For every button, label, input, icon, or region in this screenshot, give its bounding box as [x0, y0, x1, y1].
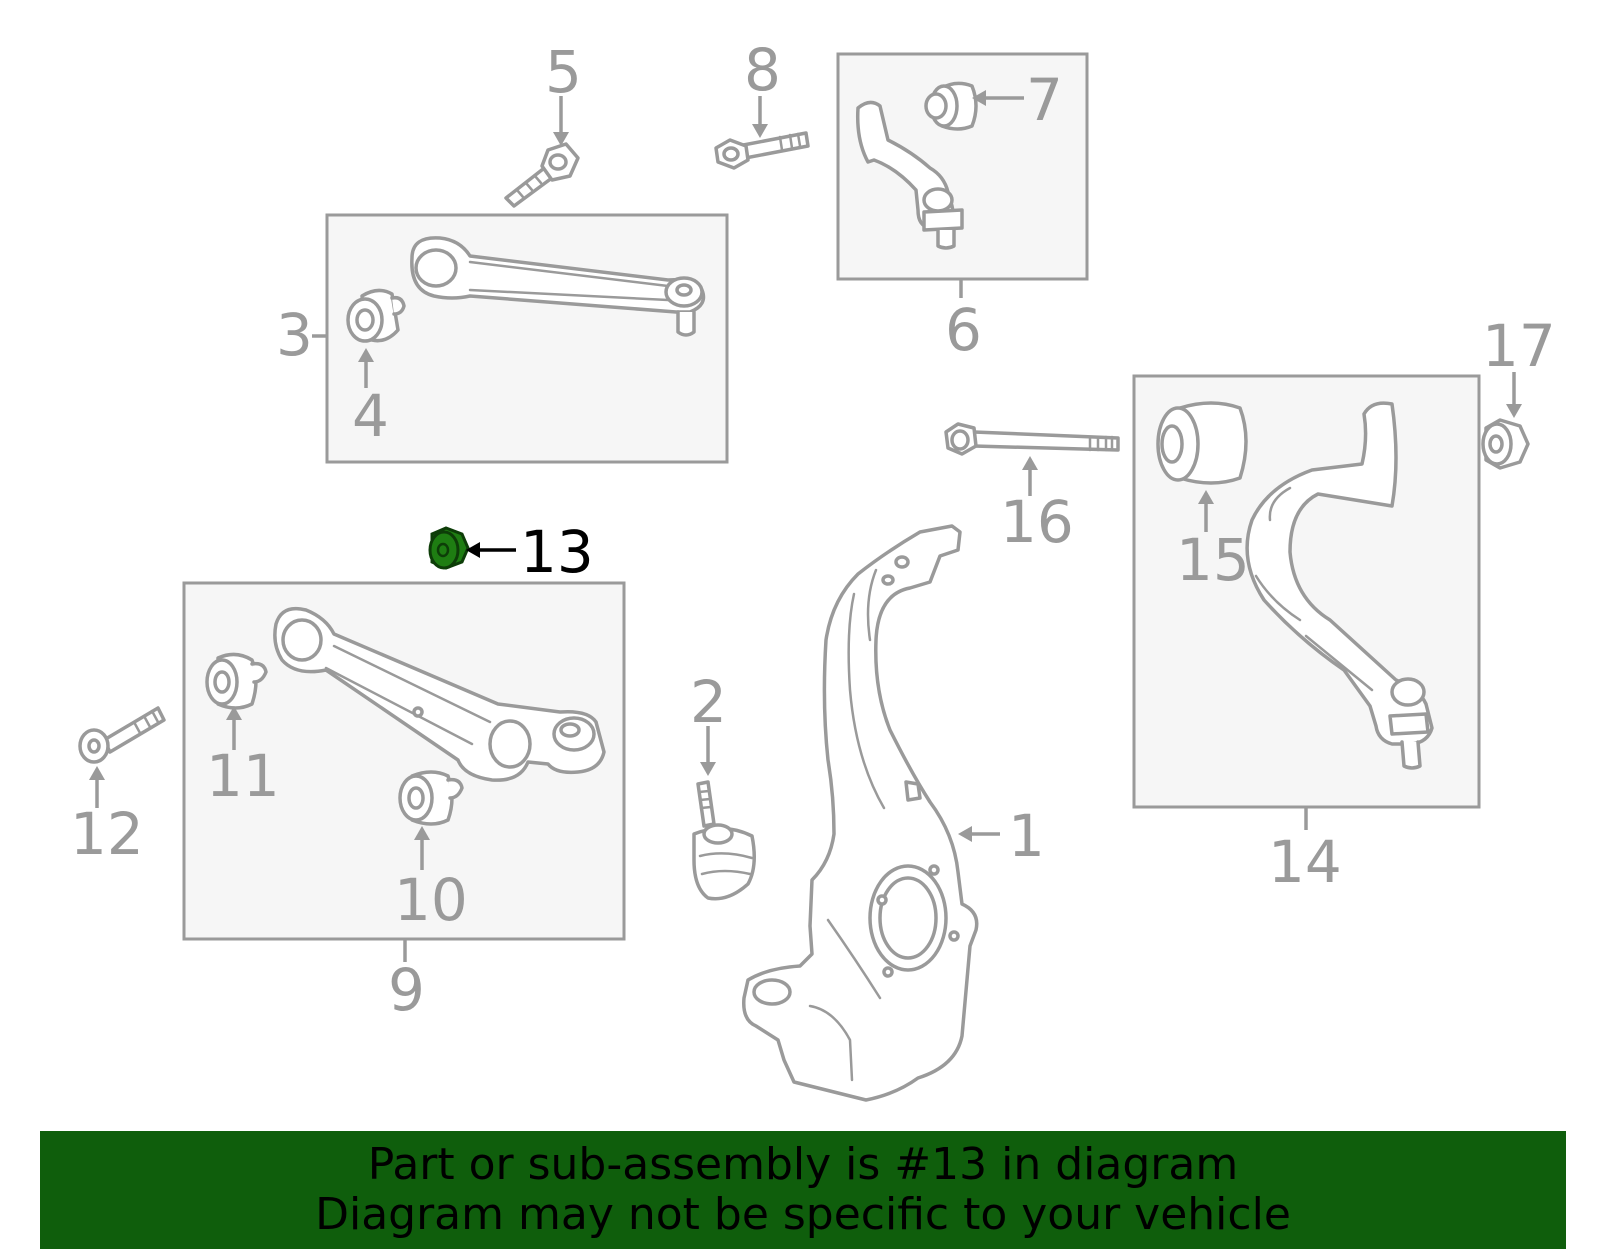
bushing-4-icon[interactable]	[346, 288, 406, 343]
banner-line-1: Part or sub-assembly is #13 in diagram	[367, 1139, 1239, 1190]
callout-3: 3	[276, 301, 313, 369]
callout-11: 11	[206, 742, 280, 810]
nut-17-icon[interactable]	[1481, 418, 1530, 470]
leader-lines	[89, 90, 1522, 962]
bolt-16-icon[interactable]	[944, 422, 1120, 456]
bolt-8-icon[interactable]	[714, 131, 810, 170]
control-arm-3-icon[interactable]	[410, 236, 706, 337]
callout-10: 10	[394, 866, 468, 934]
callout-17: 17	[1482, 312, 1556, 380]
ball-joint-2-icon[interactable]	[692, 780, 756, 901]
control-arm-14-icon[interactable]	[1245, 401, 1434, 770]
bushing-15-icon[interactable]	[1156, 401, 1248, 485]
callout-14: 14	[1268, 828, 1342, 896]
bushing-7-icon[interactable]	[924, 81, 978, 131]
control-arm-9-icon[interactable]	[273, 606, 606, 782]
callout-2: 2	[690, 668, 727, 736]
callout-8: 8	[744, 36, 781, 104]
nut-13-icon[interactable]	[428, 526, 470, 570]
callout-4: 4	[352, 382, 389, 450]
parts-diagram: 1 2 3 4 5 6 7 8 9 10 11 12 13 14 15 16 1…	[70, 36, 1556, 1102]
callout-15: 15	[1176, 526, 1250, 594]
bolt-12-icon[interactable]	[78, 706, 166, 764]
callout-9: 9	[388, 956, 425, 1024]
group-box-3	[325, 213, 729, 464]
callout-13: 13	[520, 518, 594, 586]
steering-knuckle-1-icon[interactable]	[742, 524, 979, 1102]
callout-7: 7	[1026, 66, 1063, 134]
callout-1: 1	[1008, 802, 1045, 870]
control-arm-6-icon[interactable]	[855, 100, 964, 250]
bushing-10-icon[interactable]	[398, 770, 464, 826]
bolt-5-icon[interactable]	[504, 142, 580, 208]
callout-5: 5	[545, 38, 582, 106]
callout-16: 16	[1000, 488, 1074, 556]
banner-line-2: Diagram may not be specific to your vehi…	[315, 1189, 1291, 1240]
bushing-11-icon[interactable]	[205, 652, 268, 710]
callout-12: 12	[70, 800, 144, 868]
callout-6: 6	[945, 296, 982, 364]
info-banner: Part or sub-assembly is #13 in diagram D…	[40, 1131, 1566, 1249]
